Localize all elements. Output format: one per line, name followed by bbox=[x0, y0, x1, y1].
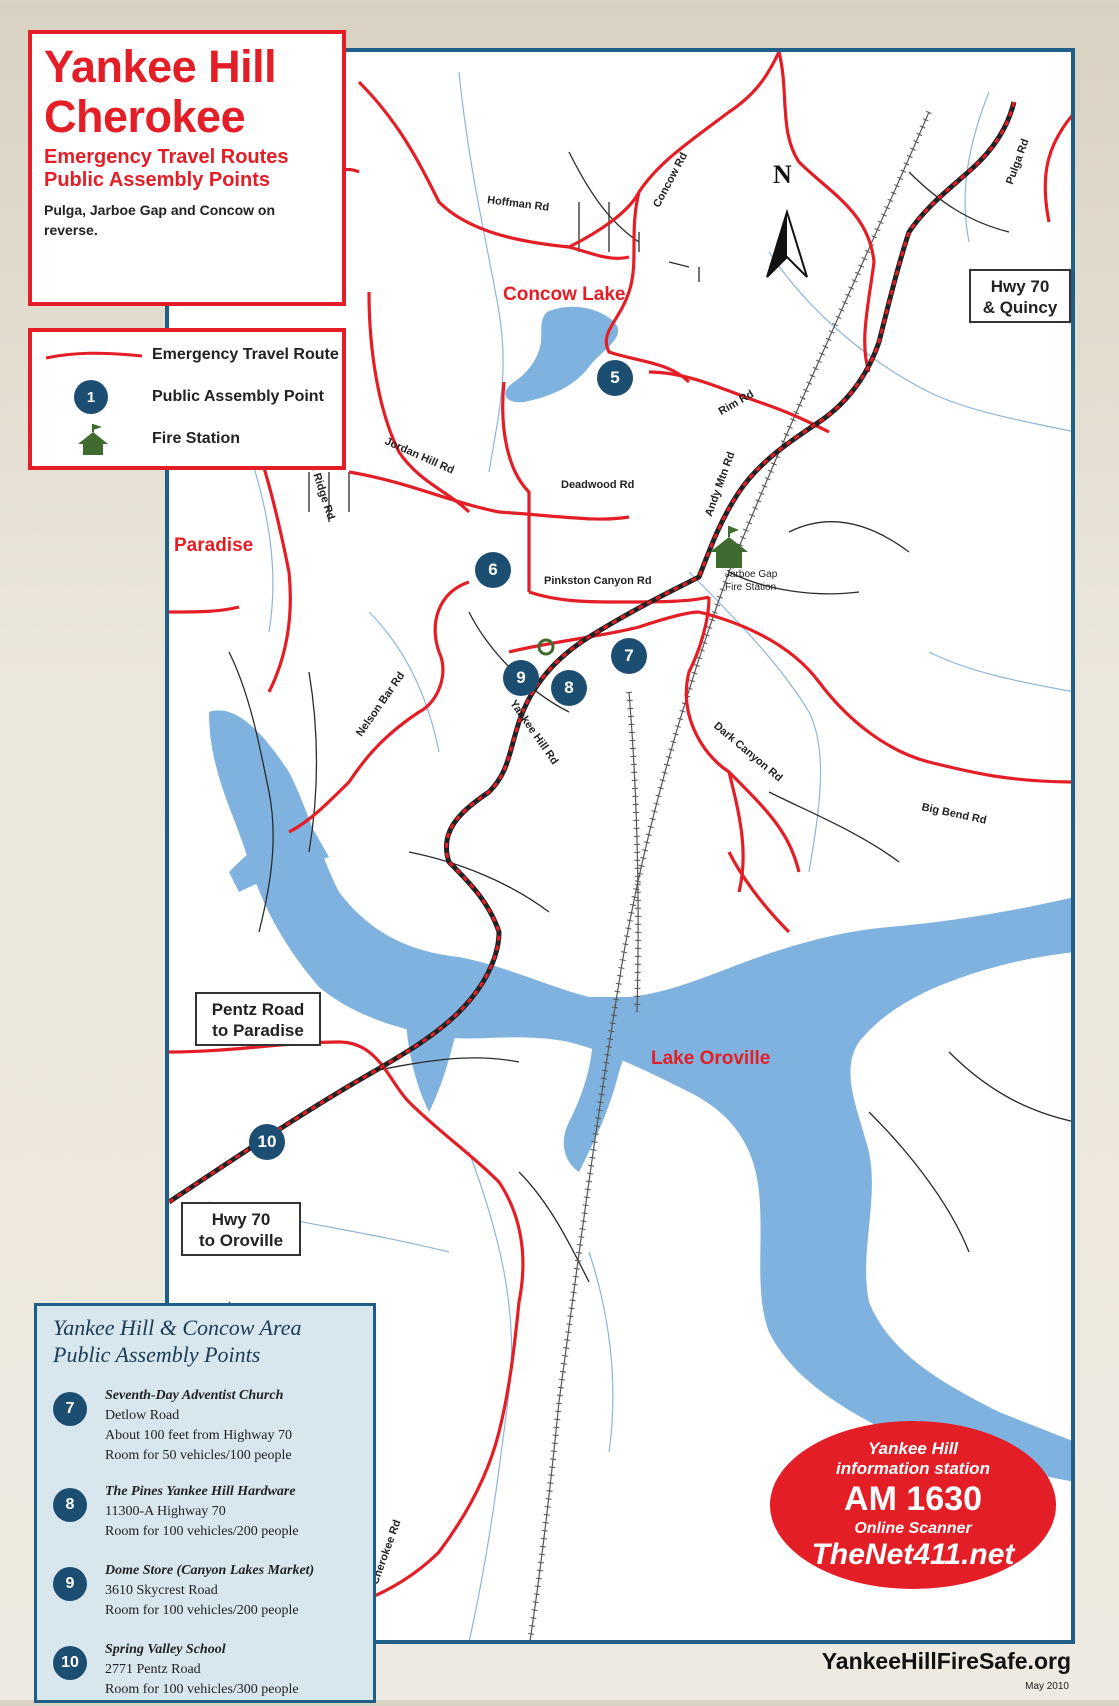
place-paradise: Paradise bbox=[174, 535, 254, 556]
panel-entry-line: 2771 Pentz Road bbox=[105, 1662, 201, 1677]
map-legend: Emergency Travel Route 1 Public Assembly… bbox=[28, 328, 346, 470]
radio-frequency: AM 1630 bbox=[844, 1480, 982, 1518]
panel-entry-name: Dome Store (Canyon Lakes Market) bbox=[105, 1563, 315, 1578]
road-label-deadwood: Deadwood Rd bbox=[561, 479, 635, 491]
railroad bbox=[527, 110, 932, 1640]
subtitle-line1: Emergency Travel Routes bbox=[44, 146, 289, 168]
assembly-marker-icon bbox=[537, 638, 555, 656]
box-pentz-line2: to Paradise bbox=[212, 1021, 304, 1040]
legend-point-label: Public Assembly Point bbox=[152, 388, 324, 405]
radio-line2: information station bbox=[836, 1459, 990, 1478]
panel-title: Yankee Hill & Concow Area Public Assembl… bbox=[53, 1314, 302, 1368]
footer-date: May 2010 bbox=[1025, 1681, 1069, 1692]
subtitle-line2: Public Assembly Points bbox=[44, 169, 270, 191]
title-line1: Yankee Hill bbox=[44, 41, 277, 92]
panel-entry-line: About 100 feet from Highway 70 bbox=[105, 1428, 293, 1443]
panel-entry-name: Seventh-Day Adventist Church bbox=[105, 1388, 284, 1403]
assembly-point-9[interactable]: 9 bbox=[503, 660, 539, 696]
concow-lake-water bbox=[505, 306, 619, 403]
panel-entry-number: 7 bbox=[53, 1392, 87, 1426]
panel-entry-number: 9 bbox=[53, 1567, 87, 1601]
box-hwy70-oroville-line1: Hwy 70 bbox=[211, 1210, 271, 1229]
box-hwy70-quincy: Hwy 70 & Quincy bbox=[969, 269, 1071, 323]
highway-70 bbox=[169, 101, 1017, 1205]
north-arrow-icon bbox=[766, 208, 808, 278]
box-pentz-road: Pentz Road to Paradise bbox=[195, 992, 321, 1046]
box-hwy70-oroville: Hwy 70 to Oroville bbox=[181, 1202, 301, 1256]
panel-title-line1: Yankee Hill & Concow Area bbox=[53, 1315, 302, 1340]
fire-station-icon bbox=[710, 526, 748, 568]
legend-route-label: Emergency Travel Route bbox=[152, 346, 339, 363]
panel-entry-line: Room for 100 vehicles/200 people bbox=[105, 1524, 299, 1539]
panel-entry: 8 The Pines Yankee Hill Hardware 11300-A… bbox=[53, 1482, 373, 1548]
legend-point-icon: 1 bbox=[74, 380, 108, 414]
box-hwy70-oroville-line2: to Oroville bbox=[198, 1231, 284, 1250]
streams bbox=[208, 71, 1071, 1640]
panel-entry-number: 8 bbox=[53, 1488, 87, 1522]
panel-entry-line: Room for 100 vehicles/200 people bbox=[105, 1603, 299, 1618]
road-label-pinkston: Pinkston Canyon Rd bbox=[544, 575, 652, 587]
radio-line3: Online Scanner bbox=[854, 1520, 972, 1537]
panel-title-line2: Public Assembly Points bbox=[53, 1342, 261, 1367]
assembly-points-panel: Yankee Hill & Concow Area Public Assembl… bbox=[34, 1303, 376, 1703]
local-roads bbox=[228, 151, 1071, 1433]
assembly-point-6[interactable]: 6 bbox=[475, 552, 511, 588]
radio-info-badge: Yankee Hill information station AM 1630 … bbox=[770, 1421, 1056, 1589]
footer-website[interactable]: YankeeHillFireSafe.org bbox=[821, 1648, 1071, 1674]
assembly-point-5[interactable]: 5 bbox=[597, 360, 633, 396]
panel-entry-line: Room for 100 vehicles/300 people bbox=[105, 1682, 299, 1697]
route-line-icon bbox=[45, 351, 143, 360]
assembly-point-10[interactable]: 10 bbox=[249, 1124, 285, 1160]
panel-entry-name: The Pines Yankee Hill Hardware bbox=[105, 1484, 296, 1499]
panel-entry-number: 10 bbox=[53, 1646, 87, 1680]
panel-entry-line: 11300-A Highway 70 bbox=[105, 1504, 226, 1519]
panel-entry-line: Detlow Road bbox=[105, 1408, 180, 1423]
panel-entry-line: 3610 Skycrest Road bbox=[105, 1583, 218, 1598]
compass-letter: N bbox=[773, 160, 792, 189]
legend-station-label: Fire Station bbox=[152, 430, 241, 447]
panel-entry-line: Room for 50 vehicles/100 people bbox=[105, 1448, 292, 1463]
radio-line1: Yankee Hill bbox=[867, 1439, 959, 1458]
reverse-note: Pulga, Jarboe Gap and Concow on reverse. bbox=[44, 202, 276, 238]
map-canvas bbox=[169, 52, 1071, 1640]
box-pentz-line1: Pentz Road bbox=[211, 1000, 305, 1019]
assembly-point-8[interactable]: 8 bbox=[551, 670, 587, 706]
panel-entry-name: Spring Valley School bbox=[105, 1642, 226, 1657]
page-title: Yankee Hill Cherokee bbox=[44, 42, 330, 142]
assembly-point-7[interactable]: 7 bbox=[611, 638, 647, 674]
box-hwy70-quincy-line2: & Quincy bbox=[982, 298, 1058, 317]
page-subtitle: Emergency Travel Routes Public Assembly … bbox=[44, 146, 330, 192]
place-lake-oroville: Lake Oroville bbox=[651, 1048, 771, 1069]
radio-site-link[interactable]: TheNet411.net bbox=[811, 1538, 1015, 1571]
box-hwy70-quincy-line1: Hwy 70 bbox=[990, 277, 1050, 296]
legend-fire-station-icon bbox=[78, 424, 108, 455]
panel-entry: 7 Seventh-Day Adventist Church Detlow Ro… bbox=[53, 1386, 373, 1472]
panel-entry: 9 Dome Store (Canyon Lakes Market) 3610 … bbox=[53, 1561, 373, 1627]
place-concow-lake: Concow Lake bbox=[503, 284, 626, 305]
place-jarboe-gap: Jarboe Gap Fire Station bbox=[725, 569, 778, 593]
title-box: Yankee Hill Cherokee Emergency Travel Ro… bbox=[28, 30, 346, 306]
title-line2: Cherokee bbox=[44, 91, 246, 142]
panel-entry: 10 Spring Valley School 2771 Pentz Road … bbox=[53, 1640, 373, 1706]
